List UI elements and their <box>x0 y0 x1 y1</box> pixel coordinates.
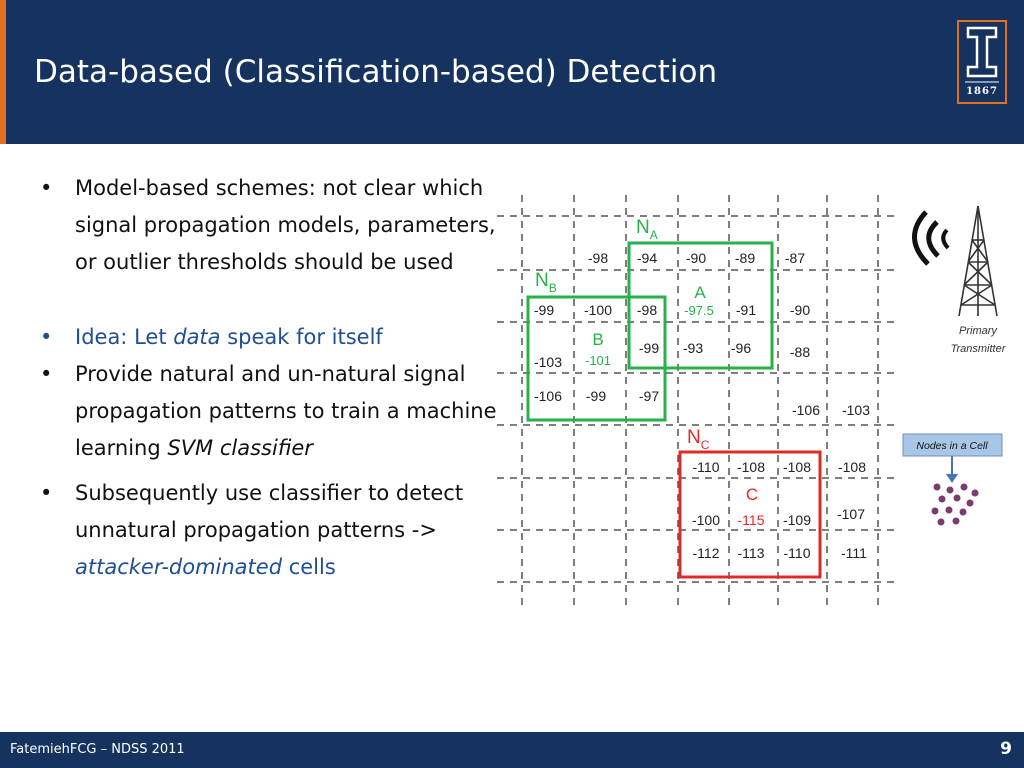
cell-value: -98 <box>637 302 657 318</box>
bullet-item: • Model-based schemes: not clear which s… <box>40 170 500 281</box>
bullet-icon: • <box>40 325 53 349</box>
arrow-head-icon <box>946 474 958 483</box>
cell-value: -103 <box>842 402 870 418</box>
cell-value: -109 <box>783 512 811 528</box>
cell-value: -99 <box>586 388 606 404</box>
bullet-emphasis: SVM classifier <box>167 436 313 460</box>
cell-value: -94 <box>637 250 657 266</box>
transmitter-tower-icon <box>912 205 998 317</box>
cell-value: -99 <box>639 340 659 356</box>
bullet-text: Provide natural and un-natural signal pr… <box>75 362 497 460</box>
cell-value: -113 <box>738 545 765 561</box>
nodes-callout-label: Nodes in a Cell <box>916 440 988 452</box>
cell-value: -112 <box>693 545 720 561</box>
bullet-text: Model-based schemes: not clear which sig… <box>75 176 496 274</box>
transmitter-label: Primary <box>959 325 998 337</box>
cell-value: -101 <box>585 353 611 368</box>
cell-value: -90 <box>790 302 810 318</box>
cell-value: -108 <box>737 459 765 475</box>
transmitter-label: Transmitter <box>951 343 1007 355</box>
cell-value: -98 <box>588 250 608 266</box>
block-i-icon <box>959 22 1005 102</box>
bullet-emphasis: data <box>173 325 221 349</box>
slide-title: Data-based (Classification-based) Detect… <box>34 54 718 90</box>
bullet-list: • Model-based schemes: not clear which s… <box>40 170 500 586</box>
bullet-icon: • <box>40 362 53 386</box>
university-logo: 1867 <box>957 20 1007 104</box>
cell-b-label: B <box>592 330 603 349</box>
slide-footer: FatemiehFCG – NDSS 2011 9 <box>0 732 1024 768</box>
cell-value: -89 <box>735 250 755 266</box>
cell-value: -106 <box>534 388 562 404</box>
cell-value: -108 <box>838 459 866 475</box>
bullet-icon: • <box>40 176 53 200</box>
cell-c-label: C <box>746 485 758 504</box>
cell-value: -111 <box>841 545 867 561</box>
neighborhood-a-label: NA <box>636 217 658 242</box>
bullet-text: speak for itself <box>220 325 383 349</box>
neighborhood-b-label: NB <box>535 270 557 295</box>
cell-value: -103 <box>534 354 562 370</box>
cell-value: -91 <box>736 302 756 318</box>
cell-value: -100 <box>584 302 612 318</box>
cell-value: -90 <box>686 250 706 266</box>
cell-value: -97 <box>639 388 659 404</box>
cell-value: -110 <box>693 459 720 475</box>
bullet-text: Idea: Let <box>75 325 174 349</box>
cell-value: -115 <box>738 512 765 528</box>
neighborhood-c-box <box>678 450 822 579</box>
cell-value: -96 <box>731 340 751 356</box>
cell-value: -87 <box>785 250 805 266</box>
node-cluster <box>931 483 979 526</box>
cell-value: -107 <box>837 506 865 522</box>
cell-value: -97.5 <box>684 303 714 318</box>
page-number: 9 <box>1000 739 1012 759</box>
grid-lines <box>497 195 895 605</box>
footer-citation: FatemiehFCG – NDSS 2011 <box>10 742 185 757</box>
header-accent-bar <box>0 0 6 144</box>
bullet-text: cells <box>282 555 336 579</box>
cell-value: -88 <box>790 344 810 360</box>
cell-value: -93 <box>683 340 703 356</box>
logo-year: 1867 <box>966 86 998 97</box>
bullet-item: • Subsequently use classifier to detect … <box>40 475 500 586</box>
cell-a-label: A <box>694 283 706 302</box>
bullet-item: • Provide natural and un-natural signal … <box>40 356 500 467</box>
cell-value: -106 <box>792 402 820 418</box>
bullet-icon: • <box>40 481 53 505</box>
bullet-emphasis: attacker-dominated <box>75 555 283 579</box>
slide-header: Data-based (Classification-based) Detect… <box>0 0 1024 144</box>
bullet-item: • Idea: Let data speak for itself <box>40 319 500 356</box>
neighborhood-b-box <box>526 295 667 422</box>
bullet-text: Subsequently use classifier to detect un… <box>75 481 464 542</box>
neighborhood-c-label: NC <box>687 427 710 452</box>
cell-value: -108 <box>783 459 811 475</box>
neighborhood-a-box <box>627 241 774 370</box>
cell-value: -99 <box>534 302 554 318</box>
cell-value: -110 <box>784 545 811 561</box>
cell-value: -100 <box>692 512 720 528</box>
